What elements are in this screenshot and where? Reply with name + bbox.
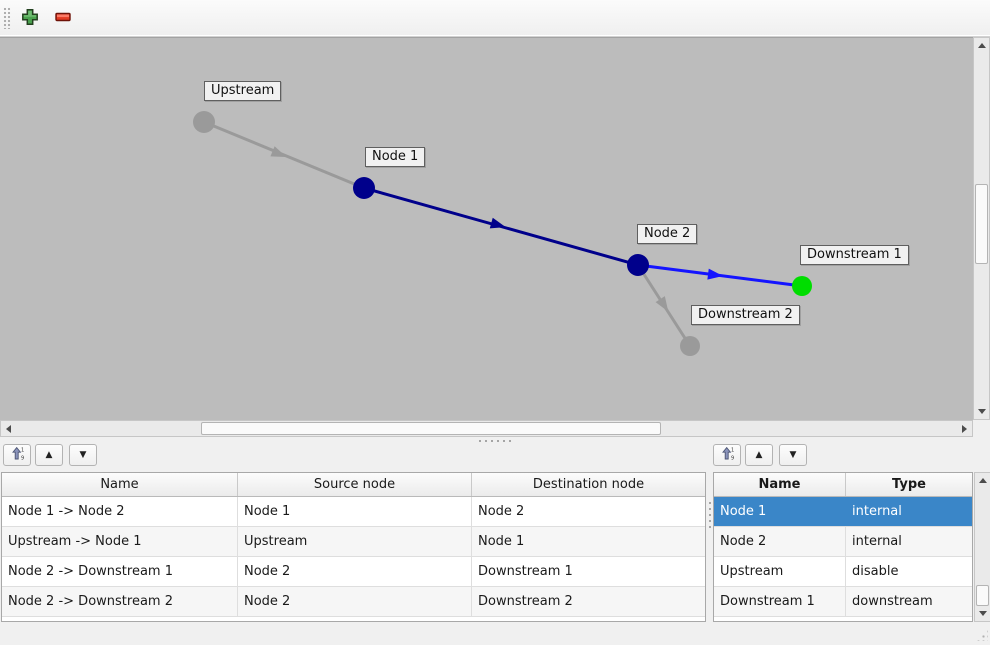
scrollbar-corner [973, 420, 990, 437]
right-arrow-icon [962, 424, 967, 433]
node-upstream[interactable] [193, 111, 215, 133]
node-type-cell[interactable]: downstream [852, 594, 933, 609]
edge-name-cell[interactable]: Upstream -> Node 1 [2, 527, 238, 556]
svg-text:9: 9 [731, 456, 734, 461]
scroll-down-button[interactable] [974, 404, 989, 419]
edge-table-row[interactable]: Node 2 -> Downstream 2 Node 2 Downstream… [2, 587, 705, 617]
toolbar-drag-handle[interactable] [3, 7, 11, 29]
up-arrow-icon [977, 43, 986, 48]
column-header-source-node[interactable]: Source node [238, 473, 472, 496]
svg-text:1: 1 [731, 447, 734, 453]
add-button[interactable] [19, 8, 41, 30]
column-header-name[interactable]: Name [714, 473, 846, 496]
scroll-right-button[interactable] [957, 421, 972, 436]
node-label-node2[interactable]: Node 2 [637, 224, 698, 244]
node-type-cell[interactable]: disable [852, 564, 899, 579]
edge-move-up-button[interactable]: ▲ [35, 444, 63, 466]
edge-destination-cell[interactable]: Downstream 1 [478, 564, 573, 579]
canvas-vertical-scrollbar[interactable] [973, 37, 990, 420]
horizontal-splitter[interactable] [0, 437, 990, 444]
edge-table-row[interactable]: Node 2 -> Downstream 1 Node 2 Downstream… [2, 557, 705, 587]
red-minus-icon [54, 8, 72, 30]
node-name-cell[interactable]: Downstream 1 [714, 587, 846, 616]
svg-text:9: 9 [21, 456, 24, 461]
svg-text:1: 1 [21, 447, 24, 453]
node-type-cell[interactable]: internal [852, 534, 902, 549]
sort-ascending-icon: 1 9 [720, 446, 735, 464]
sort-ascending-icon: 1 9 [10, 446, 25, 464]
node-name-cell[interactable]: Node 2 [714, 527, 846, 556]
graph-canvas[interactable]: Upstream Node 1 Node 2 Downstream 1 Down… [0, 37, 973, 421]
edge-arrowhead [655, 296, 669, 312]
node-node2[interactable] [627, 254, 649, 276]
vertical-scrollbar-thumb[interactable] [975, 184, 988, 264]
scroll-up-button[interactable] [975, 473, 990, 488]
node-table-row-selected[interactable]: Node 1 internal [714, 497, 972, 527]
edge-destination-cell[interactable]: Node 1 [478, 534, 525, 549]
scroll-down-button[interactable] [975, 606, 990, 621]
canvas-horizontal-scrollbar[interactable] [0, 420, 973, 437]
edge-table-header: Name Source node Destination node [2, 473, 705, 497]
remove-button[interactable] [52, 8, 74, 30]
splitter-handle-dots [708, 500, 712, 530]
column-header-type[interactable]: Type [892, 477, 926, 492]
up-triangle-icon: ▲ [755, 450, 763, 460]
edge-table-row[interactable]: Node 1 -> Node 2 Node 1 Node 2 [2, 497, 705, 527]
node-table: Name Type Node 1 internal Node 2 interna… [713, 472, 973, 622]
horizontal-scrollbar-thumb[interactable] [201, 422, 661, 435]
vertical-splitter[interactable] [707, 472, 713, 622]
edge-name-cell[interactable]: Node 2 -> Downstream 1 [2, 557, 238, 586]
node-table-row[interactable]: Node 2 internal [714, 527, 972, 557]
node-table-header: Name Type [714, 473, 972, 497]
up-arrow-icon [978, 478, 987, 483]
edge-arrowhead [270, 146, 287, 158]
table-scrollbar-thumb[interactable] [976, 585, 989, 606]
scroll-left-button[interactable] [1, 421, 16, 436]
node-label-upstream[interactable]: Upstream [204, 81, 282, 101]
edge-destination-cell[interactable]: Node 2 [478, 504, 525, 519]
splitter-handle-dots [477, 439, 513, 443]
edge-source-cell[interactable]: Node 2 [238, 557, 472, 586]
node-label-node1[interactable]: Node 1 [365, 147, 426, 167]
down-arrow-icon [977, 409, 986, 414]
node-table-scrollbar[interactable] [974, 472, 990, 622]
node-move-up-button[interactable]: ▲ [745, 444, 773, 466]
up-triangle-icon: ▲ [45, 450, 53, 460]
left-arrow-icon [6, 424, 11, 433]
node-table-row[interactable]: Downstream 1 downstream [714, 587, 972, 617]
node-table-row[interactable]: Upstream disable [714, 557, 972, 587]
edge-arrowhead [489, 217, 506, 229]
column-header-name[interactable]: Name [2, 473, 238, 496]
node-move-down-button[interactable]: ▼ [779, 444, 807, 466]
down-triangle-icon: ▼ [79, 450, 87, 460]
main-toolbar [0, 0, 990, 37]
node-name-cell[interactable]: Node 1 [714, 497, 846, 526]
node-name-cell[interactable]: Upstream [714, 557, 846, 586]
window-resize-grip[interactable] [976, 629, 988, 641]
edge-table-row[interactable]: Upstream -> Node 1 Upstream Node 1 [2, 527, 705, 557]
edge-arrowhead [707, 268, 723, 280]
edge-destination-cell[interactable]: Downstream 2 [478, 594, 573, 609]
node-label-downstream2[interactable]: Downstream 2 [691, 305, 800, 325]
edge-source-cell[interactable]: Node 2 [238, 587, 472, 616]
edge-table: Name Source node Destination node Node 1… [1, 472, 706, 622]
node-downstream2[interactable] [680, 336, 700, 356]
down-triangle-icon: ▼ [789, 450, 797, 460]
down-arrow-icon [978, 611, 987, 616]
edge-name-cell[interactable]: Node 2 -> Downstream 2 [2, 587, 238, 616]
node-type-cell[interactable]: internal [852, 504, 902, 519]
scroll-up-button[interactable] [974, 38, 989, 53]
node-node1[interactable] [353, 177, 375, 199]
node-sort-button[interactable]: 1 9 [713, 444, 741, 466]
edge-name-cell[interactable]: Node 1 -> Node 2 [2, 497, 238, 526]
column-header-destination-node[interactable]: Destination node [532, 477, 645, 492]
node-downstream1[interactable] [792, 276, 812, 296]
green-plus-icon [21, 8, 39, 30]
node-label-downstream1[interactable]: Downstream 1 [800, 245, 909, 265]
edge-source-cell[interactable]: Upstream [238, 527, 472, 556]
edge-move-down-button[interactable]: ▼ [69, 444, 97, 466]
edge-source-cell[interactable]: Node 1 [238, 497, 472, 526]
edge-sort-button[interactable]: 1 9 [3, 444, 31, 466]
